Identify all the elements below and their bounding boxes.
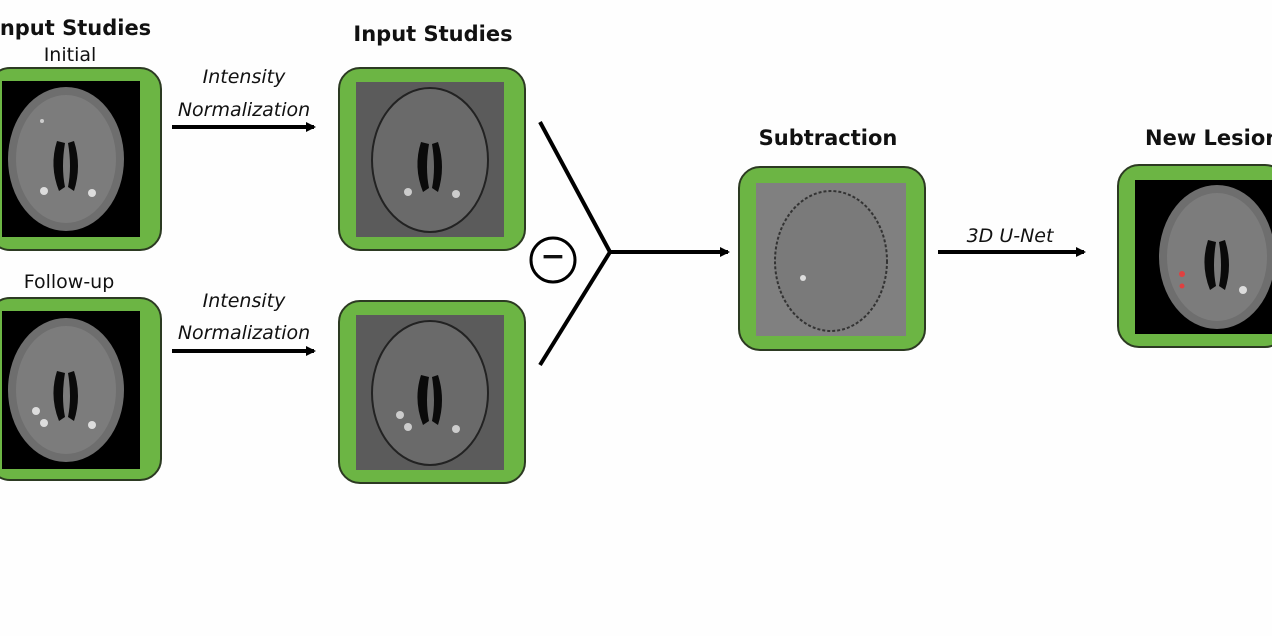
followup-brain-image [2, 311, 140, 469]
new-lesions-image [1135, 180, 1272, 334]
merge-line-bottom [538, 250, 612, 367]
normalized-followup-frame [338, 300, 526, 484]
new-lesions-title: New Lesions [1145, 126, 1272, 150]
subtraction-title: Subtraction [758, 126, 898, 150]
normalization-label-top-line2: Normalization [177, 99, 311, 121]
minus-operator: − [540, 239, 566, 274]
normalized-initial-frame [338, 67, 526, 251]
initial-brain-image [2, 81, 140, 237]
initial-label: Initial [43, 44, 97, 66]
normalization-label-top-line1: Intensity [202, 66, 286, 88]
new-lesions-frame [1117, 164, 1272, 348]
merge-line-top [538, 121, 612, 253]
normalized-studies-title: Input Studies [353, 22, 513, 46]
normalization-label-bottom-line1: Intensity [202, 290, 286, 312]
subtraction-image [756, 183, 906, 336]
subtraction-frame [738, 166, 926, 351]
normalized-initial-image [356, 82, 504, 237]
initial-scan-frame [0, 67, 162, 251]
normalization-label-bottom-line2: Normalization [177, 322, 311, 344]
followup-label: Follow-up [23, 271, 115, 293]
lesion-marker [1179, 271, 1185, 277]
lesion-marker [1179, 283, 1185, 289]
unet-label: 3D U-Net [966, 225, 1054, 247]
followup-scan-frame [0, 297, 162, 481]
normalized-followup-image [356, 315, 504, 470]
input-studies-title: Input Studies [0, 16, 152, 40]
minus-operator-circle [529, 236, 577, 284]
